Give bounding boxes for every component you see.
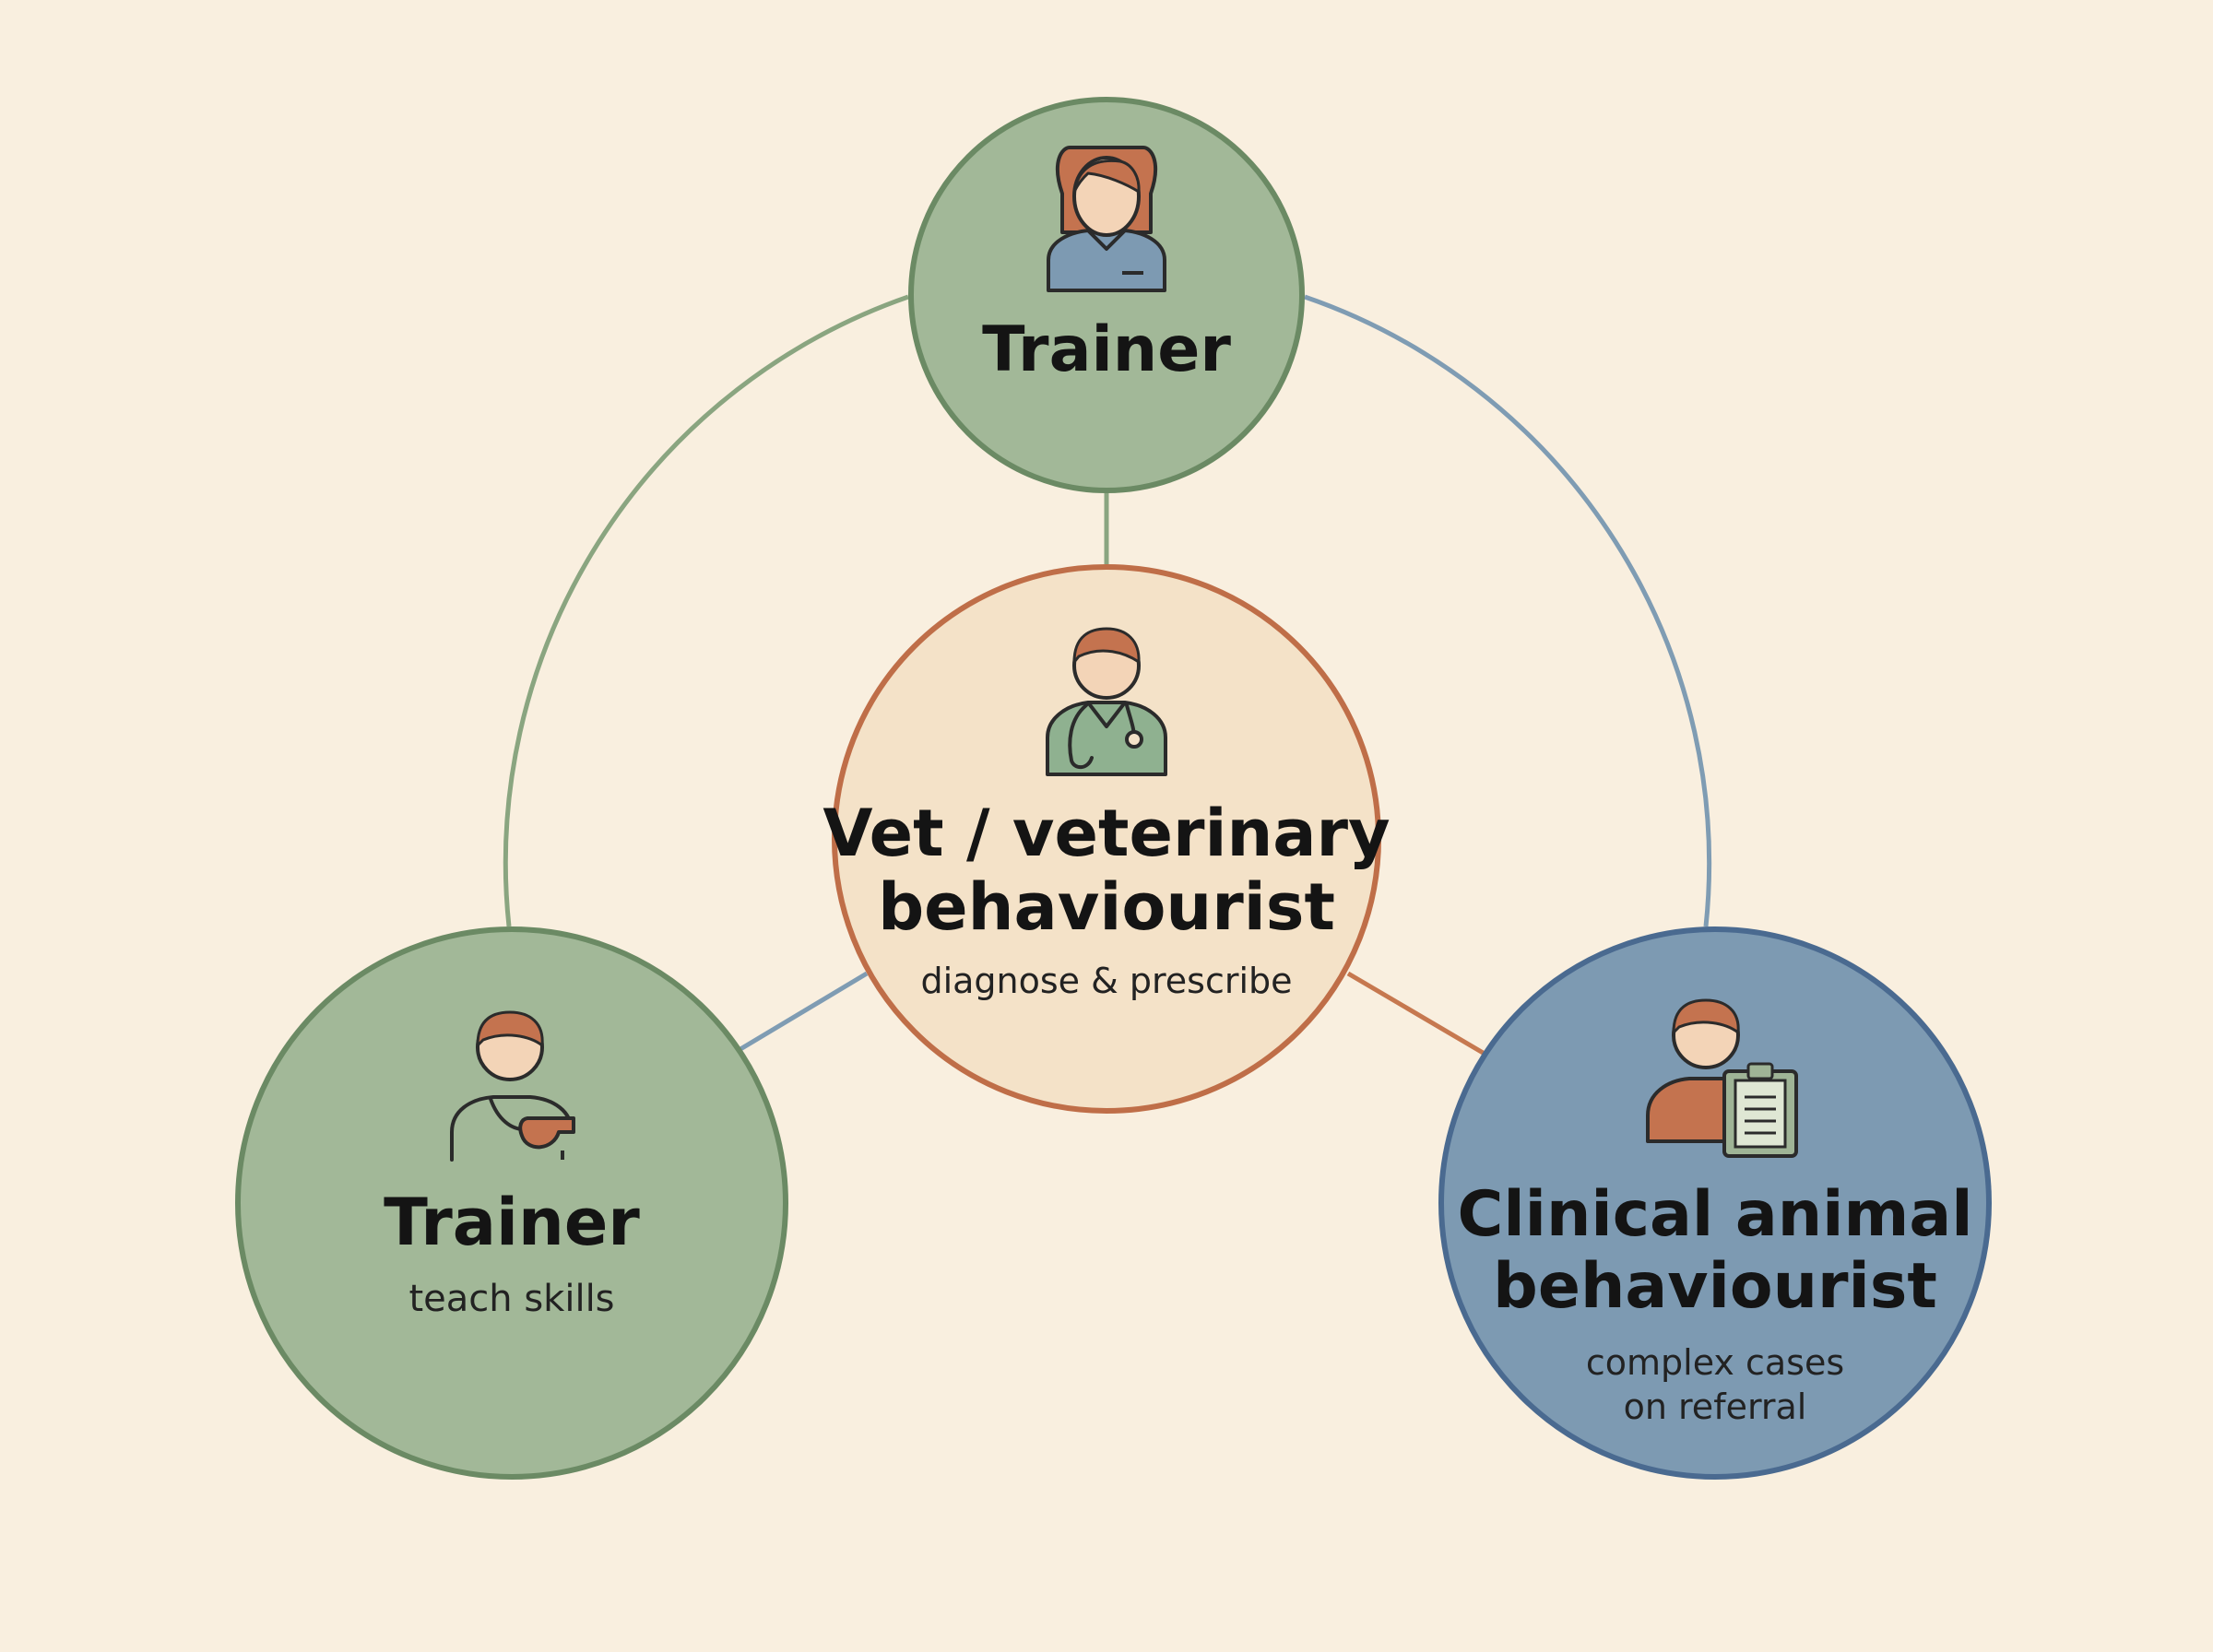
node-vet-center: Vet / veterinary behaviourist diagnose &… (822, 564, 1391, 1114)
node-title-line2: behaviourist (878, 869, 1335, 945)
node-title-line1: Vet / veterinary (822, 796, 1390, 871)
node-title: Trainer (982, 313, 1231, 386)
node-circle (235, 926, 788, 1480)
node-circle (1438, 926, 1992, 1480)
woman-icon (1047, 146, 1166, 292)
vet-with-stethoscope-icon (1046, 627, 1167, 776)
node-trainer-top: Trainer (908, 97, 1305, 493)
arc-top-to-left (503, 294, 909, 927)
node-subtitle: diagnose & prescribe (920, 961, 1292, 1001)
line-center-to-left (739, 971, 869, 1052)
node-subtitle-line2: on referral (1624, 1386, 1807, 1427)
node-subtitle-line1: complex cases (1586, 1342, 1844, 1383)
node-title-line2: behaviourist (1493, 1250, 1937, 1323)
behaviourist-with-clipboard-icon (1646, 998, 1798, 1158)
node-title: Trainer (384, 1185, 640, 1260)
node-title-line1: Clinical animal (1457, 1178, 1972, 1251)
node-subtitle: teach skills (408, 1278, 614, 1320)
trainer-with-whistle-icon (450, 1010, 575, 1162)
line-center-to-right (1346, 971, 1486, 1056)
node-trainer-left: Trainer teach skills (235, 926, 788, 1480)
arc-top-to-right (1304, 294, 1712, 927)
node-behaviourist-right: Clinical animal behaviourist complex cas… (1438, 926, 1992, 1480)
node-circle (908, 97, 1305, 493)
node-circle (832, 564, 1381, 1114)
